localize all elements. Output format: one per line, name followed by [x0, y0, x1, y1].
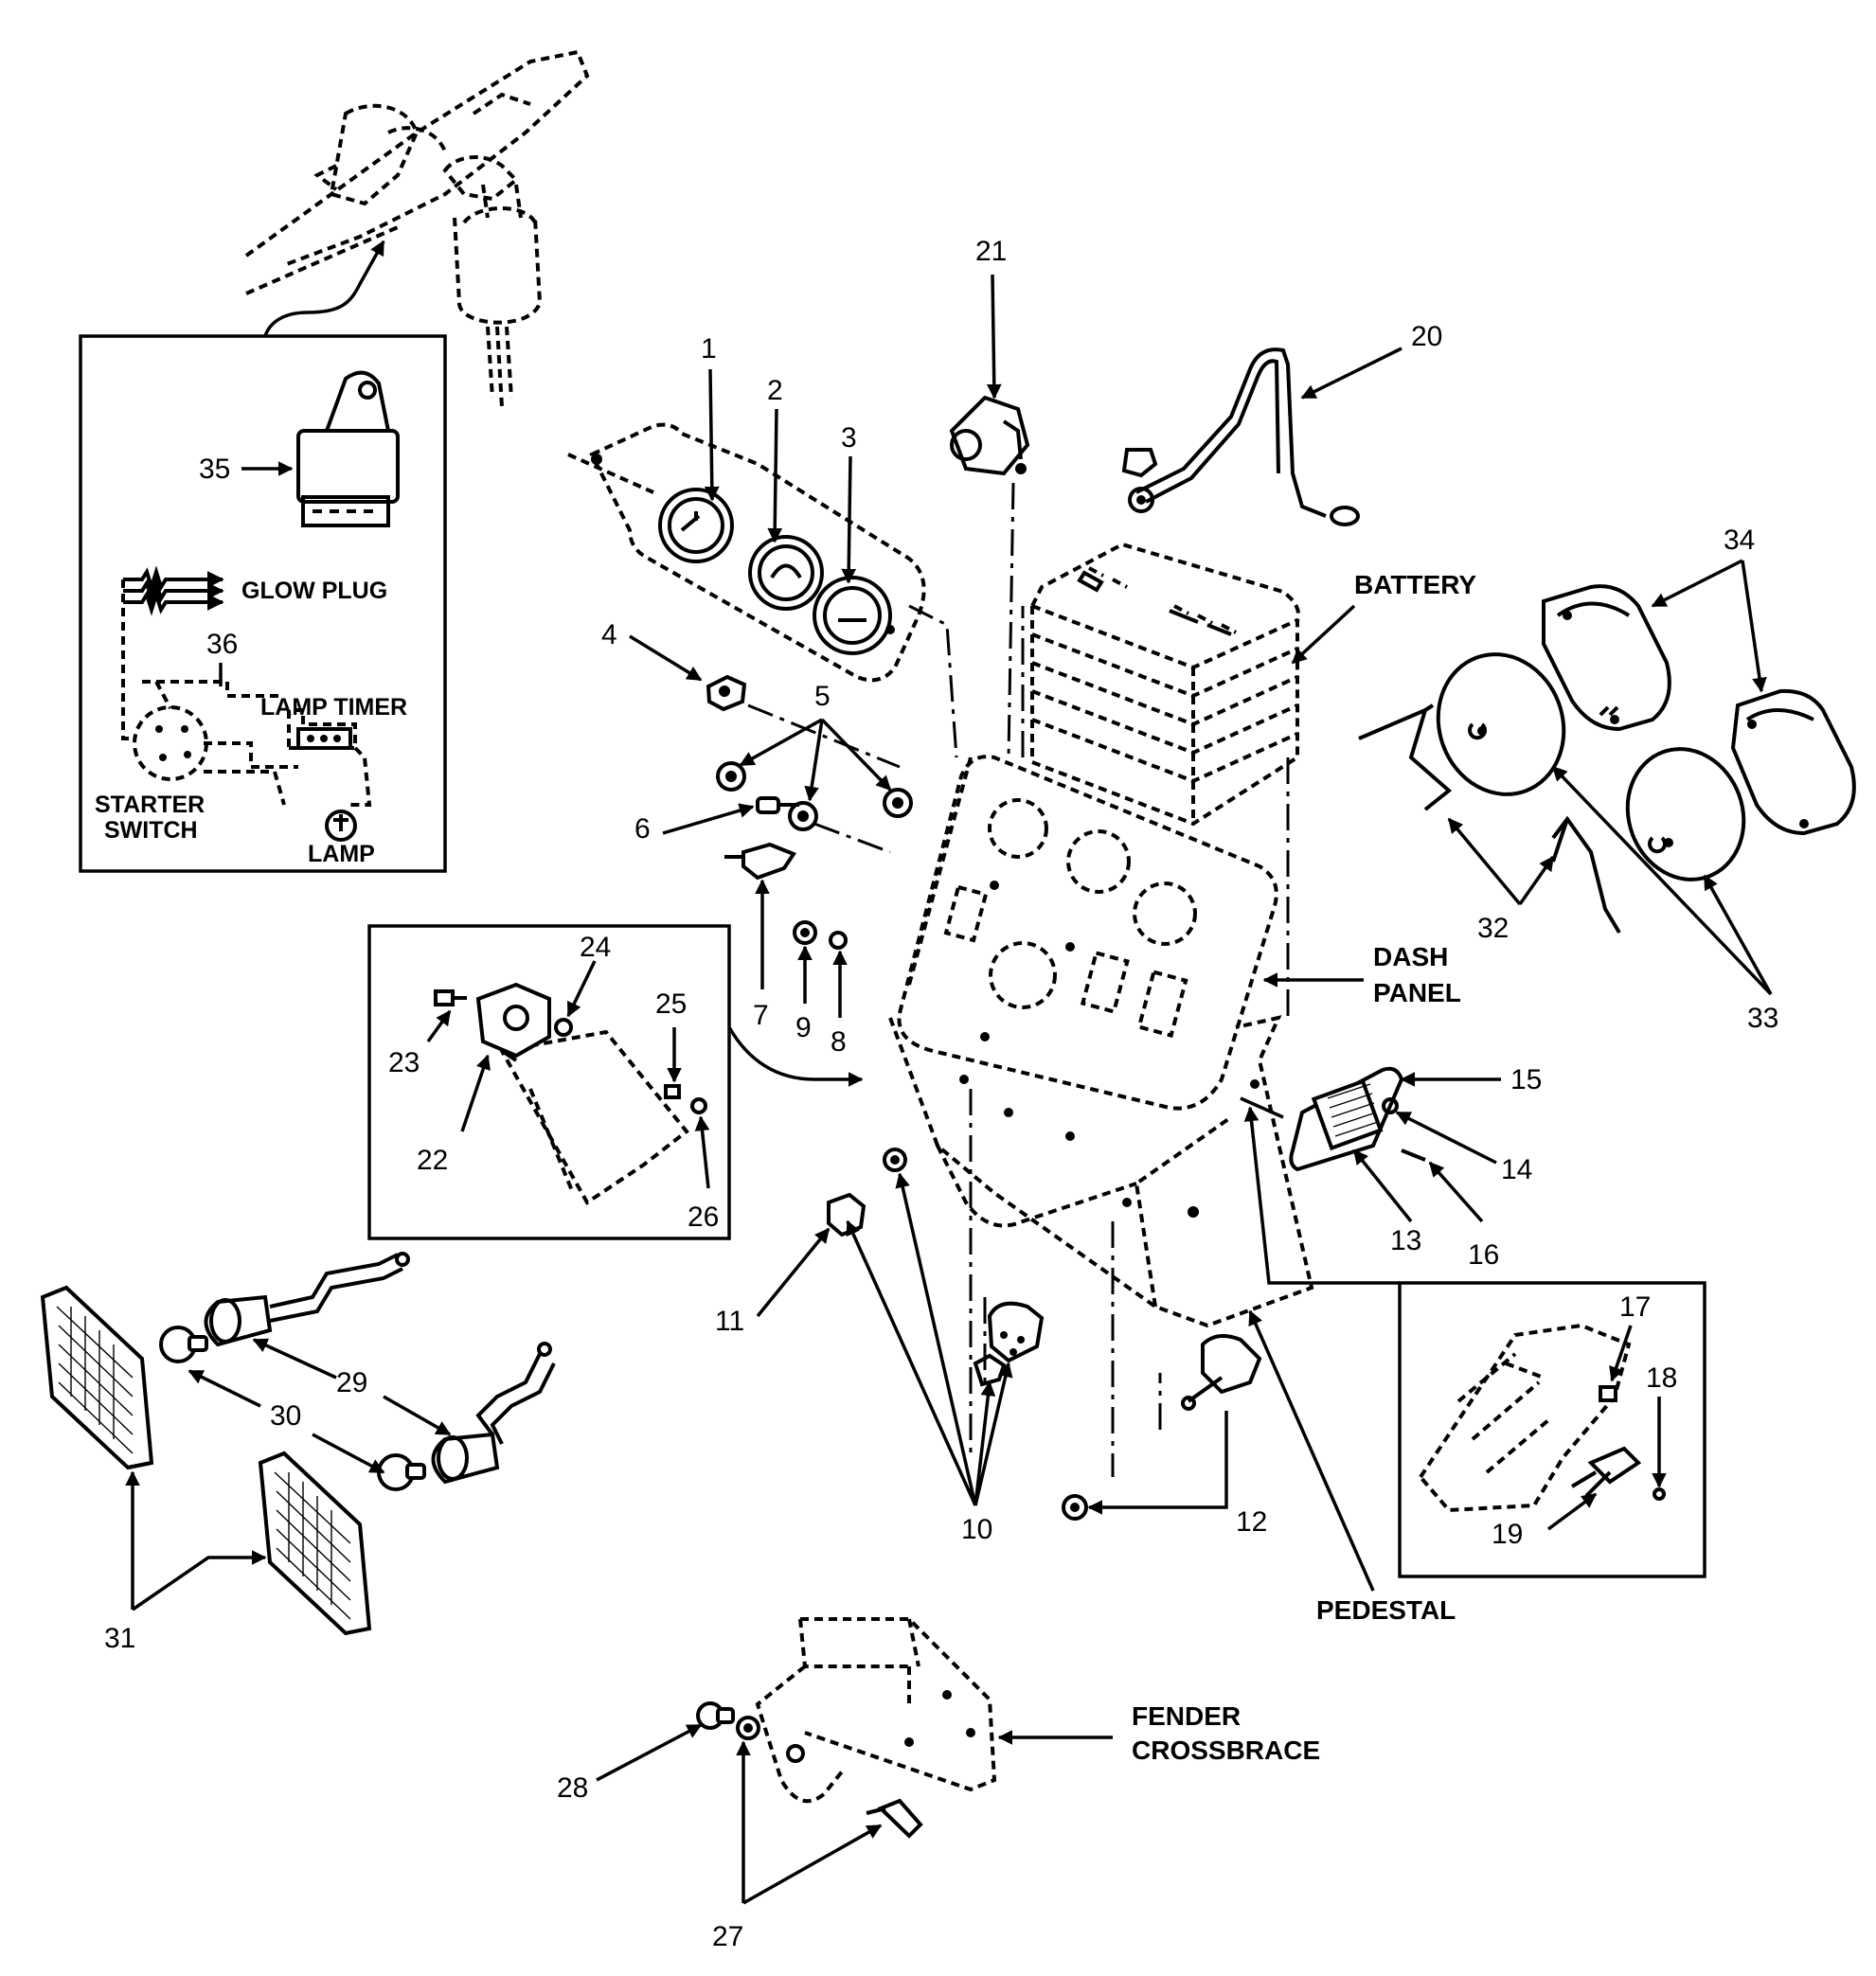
- callout-24: 24: [580, 932, 611, 963]
- callout-2: 2: [767, 375, 783, 406]
- callout-12: 12: [1236, 1506, 1267, 1538]
- bulb-2: [377, 1453, 426, 1491]
- pedestal-switches: 11 10: [715, 1148, 1045, 1545]
- part-23: [434, 989, 467, 1006]
- part-4: [706, 674, 747, 712]
- part-5: [716, 761, 913, 831]
- headlight-assembly-right: 32 33 34: [1358, 525, 1856, 1034]
- callout-8: 8: [831, 1026, 847, 1058]
- bulb-1: [159, 1326, 208, 1363]
- lamp-timer-label: LAMP TIMER: [260, 694, 407, 721]
- callout-26: 26: [688, 1202, 719, 1233]
- callout-32: 32: [1477, 913, 1509, 944]
- callout-35: 35: [199, 454, 230, 485]
- part-28: [696, 1701, 735, 1730]
- part-10-a: [883, 1148, 907, 1172]
- light-housing-1: [204, 1252, 410, 1347]
- callout-7: 7: [753, 1000, 769, 1031]
- glow-plug-relay: [296, 370, 400, 527]
- callout-30: 30: [270, 1400, 301, 1432]
- part-10-b: [987, 1301, 1045, 1363]
- starter-switch-label-2: SWITCH: [104, 817, 198, 844]
- battery-cable: 20: [1121, 321, 1442, 526]
- part-19: [1570, 1446, 1642, 1498]
- headlight-2: [1730, 688, 1856, 836]
- callout-31: 31: [104, 1623, 135, 1654]
- part-27-bolt: [866, 1798, 923, 1839]
- callout-29: 29: [336, 1367, 367, 1398]
- starter-solenoid: 21: [949, 236, 1030, 758]
- callout-9: 9: [795, 1012, 812, 1043]
- callout-19: 19: [1492, 1519, 1523, 1550]
- light-housing-2: [431, 1342, 556, 1485]
- light-switch-assembly: 15 14 13 16: [1240, 1064, 1542, 1271]
- callout-20: 20: [1411, 321, 1442, 352]
- pedestal: PEDESTAL: [888, 1015, 1456, 1625]
- work-lights-left: 29 30 31: [40, 1252, 556, 1654]
- switch-mount-inset: 23 24 22 25 26: [367, 924, 864, 1240]
- callout-21: 21: [975, 236, 1007, 267]
- callout-17: 17: [1619, 1291, 1651, 1323]
- engine-glow-plug-area: [244, 49, 590, 408]
- part-12-nut: [1062, 1494, 1088, 1521]
- starter-switch-label-1: STARTER: [95, 792, 205, 818]
- part-11: [827, 1192, 867, 1237]
- part-8: [829, 931, 848, 950]
- callout-11: 11: [715, 1306, 744, 1337]
- callout-14: 14: [1501, 1154, 1532, 1185]
- callout-5: 5: [814, 681, 831, 712]
- callout-33: 33: [1747, 1003, 1778, 1034]
- light-lens-1: [40, 1285, 154, 1470]
- callout-25: 25: [655, 988, 687, 1020]
- glow-plug-inset: 35 GLOW PLUG 36 LAMP TIMER: [79, 240, 447, 873]
- callout-4: 4: [601, 619, 617, 650]
- lamp-label: LAMP: [308, 841, 375, 867]
- callout-28: 28: [557, 1772, 588, 1804]
- pedestal-switch-inset: 17 18 19: [1243, 1106, 1706, 1578]
- battery-label: BATTERY: [1354, 570, 1476, 599]
- callout-36: 36: [206, 629, 238, 660]
- part-9: [793, 920, 817, 945]
- callout-27: 27: [712, 1921, 743, 1952]
- callout-16: 16: [1468, 1239, 1499, 1271]
- lamp-timer: [287, 708, 357, 750]
- gauge-3: [813, 576, 895, 655]
- starter-switch: [133, 705, 208, 781]
- part-7: [724, 842, 797, 881]
- light-lens-2: [258, 1451, 372, 1636]
- dash-fasteners: 4 5 6 7 9: [601, 619, 913, 1058]
- callout-10: 10: [961, 1514, 992, 1545]
- gauge-2: [748, 535, 824, 611]
- callout-22: 22: [417, 1145, 448, 1176]
- callout-15: 15: [1510, 1064, 1542, 1095]
- callout-3: 3: [841, 422, 857, 454]
- toggle-switch-12: 12: [1062, 1334, 1267, 1538]
- callout-18: 18: [1646, 1362, 1677, 1394]
- glow-plug-label: GLOW PLUG: [241, 578, 387, 604]
- callout-34: 34: [1724, 525, 1755, 556]
- part-22: [475, 982, 551, 1062]
- fender-crossbrace-label-1: FENDER: [1132, 1701, 1241, 1731]
- part-6: [756, 796, 799, 814]
- gauge-cluster: 1 2 3: [567, 333, 958, 758]
- headlight-1: [1542, 584, 1671, 732]
- indicator-lamp: [325, 810, 357, 842]
- dash-panel-label-2: PANEL: [1373, 978, 1461, 1007]
- part-27-nut: [736, 1716, 760, 1740]
- fender-crossbrace: FENDER CROSSBRACE 28 27: [557, 1617, 1320, 1952]
- part-10-c: [973, 1353, 1007, 1387]
- callout-1: 1: [701, 333, 717, 365]
- pedestal-label: PEDESTAL: [1316, 1595, 1456, 1625]
- dash-panel: DASH PANEL: [897, 755, 1461, 1111]
- callout-13: 13: [1390, 1225, 1421, 1256]
- gauge-1: [658, 488, 734, 563]
- callout-23: 23: [388, 1047, 420, 1078]
- dash-panel-label-1: DASH: [1373, 942, 1448, 971]
- fender-crossbrace-label-2: CROSSBRACE: [1132, 1736, 1320, 1765]
- callout-6: 6: [634, 813, 651, 845]
